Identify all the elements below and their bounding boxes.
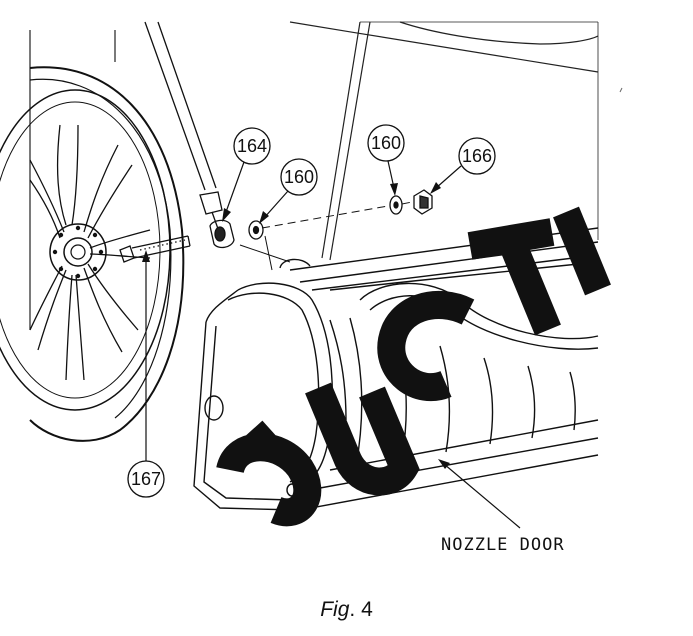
watermark bbox=[216, 206, 611, 527]
bolt-167 bbox=[119, 235, 191, 263]
callout-166: 166 bbox=[430, 137, 496, 194]
assembly-axis bbox=[261, 201, 413, 229]
callout-167: 167 bbox=[127, 250, 165, 498]
edge-mark bbox=[619, 87, 623, 93]
figure-caption: Fig. 4 bbox=[0, 598, 693, 622]
nozzle-door-callout: NOZZLE DOOR bbox=[438, 459, 565, 555]
callout-164-label: 164 bbox=[237, 136, 267, 156]
figure-caption-number: . 4 bbox=[349, 598, 373, 621]
washer-160-right bbox=[389, 195, 403, 215]
nut-166 bbox=[413, 189, 433, 215]
nozzle-door-label: NOZZLE DOOR bbox=[441, 535, 565, 555]
callout-164: 164 bbox=[222, 127, 271, 222]
callout-160-left-label: 160 bbox=[284, 167, 314, 187]
figure-caption-fig: Fig bbox=[320, 598, 350, 621]
callout-160-right-label: 160 bbox=[371, 133, 401, 153]
callout-166-label: 166 bbox=[462, 146, 492, 166]
callout-160-left: 160 bbox=[259, 158, 318, 224]
frame-link-lines bbox=[239, 235, 291, 271]
hub-bolts bbox=[52, 225, 104, 279]
wheel bbox=[0, 66, 185, 442]
callout-160-right: 160 bbox=[367, 124, 405, 196]
washer-160-left bbox=[248, 220, 264, 240]
callout-167-label: 167 bbox=[131, 469, 161, 489]
bushing-164 bbox=[209, 219, 235, 249]
machine-body-outline bbox=[29, 21, 599, 330]
